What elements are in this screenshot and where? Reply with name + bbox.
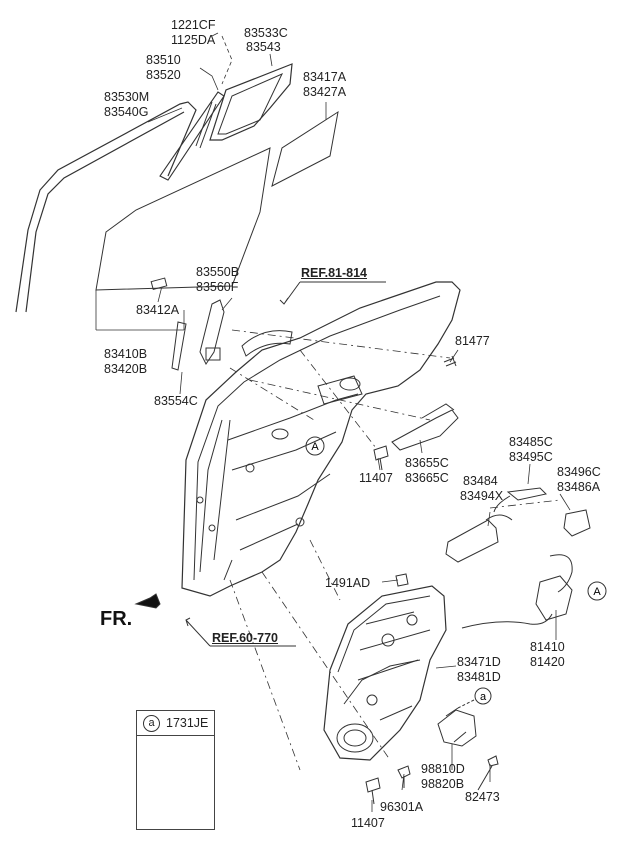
door-latch: [535, 575, 573, 621]
ref-arrow-81-814: [279, 281, 301, 305]
remote-rod: [445, 519, 499, 563]
label-83410B: 83410B: [104, 347, 148, 361]
label-83486A: 83486A: [557, 480, 601, 494]
label-83655C: 83655C: [405, 456, 449, 470]
label-81410: 81410: [530, 640, 565, 654]
window-motor: [437, 709, 477, 747]
ref-arrow-60-770: [185, 617, 211, 647]
label-96301A: 96301A: [380, 800, 424, 814]
label-83540G: 83540G: [104, 105, 149, 119]
label-98820B: 98820B: [421, 777, 465, 791]
marker-A-right: [587, 581, 607, 601]
door-glass: [95, 147, 271, 291]
screw-96301A: [397, 765, 411, 788]
dashed-reference-lines: [229, 329, 561, 771]
window-run-channel: [15, 101, 197, 313]
label-83484: 83484: [463, 474, 498, 488]
quarter-glass: [271, 110, 339, 187]
screw-82473: [477, 755, 499, 791]
label-98810D: 98810D: [421, 762, 465, 776]
legend-header: a 1731JE: [137, 711, 214, 736]
regulator-module-panel: [323, 585, 447, 761]
marker-A-right-text: A: [593, 586, 601, 598]
label-11407-lower: 11407: [351, 816, 385, 830]
fixed-glass-frame: [209, 63, 293, 141]
rod-assembly: [506, 487, 548, 501]
label-1125DA: 1125DA: [171, 33, 216, 47]
fr-arrow: [134, 593, 161, 609]
outside-handle: [241, 330, 293, 357]
label-83417A: 83417A: [303, 70, 347, 84]
label-82473: 82473: [465, 790, 500, 804]
regulator-guide: [199, 299, 225, 365]
bolt-11407-upper: [373, 445, 389, 471]
label-83495C: 83495C: [509, 450, 553, 464]
label-83496C: 83496C: [557, 465, 601, 479]
legend-box: a 1731JE: [136, 710, 215, 830]
label-83471D: 83471D: [457, 655, 501, 669]
label-83554C: 83554C: [154, 394, 198, 408]
label-83420B: 83420B: [104, 362, 148, 376]
front-direction-label: FR.: [100, 608, 133, 630]
bolt-11407-lower: [365, 777, 381, 805]
label-1491AD: 1491AD: [325, 576, 371, 590]
glass-clip: [150, 277, 168, 291]
division-channel: [159, 91, 225, 181]
label-83550B: 83550B: [196, 265, 240, 279]
label-11407-upper: 11407: [359, 471, 393, 485]
label-81477: 81477: [455, 334, 490, 348]
label-83510: 83510: [146, 53, 181, 67]
marker-a: [474, 687, 492, 705]
marker-A-left: [305, 436, 325, 456]
marker-A-left-text: A: [311, 441, 319, 453]
marker-a-text: a: [480, 691, 487, 703]
label-83485C: 83485C: [509, 435, 553, 449]
door-panel: [181, 281, 461, 597]
inside-handle: [391, 409, 459, 451]
label-83560F: 83560F: [196, 280, 239, 294]
label-83530M: 83530M: [104, 90, 150, 104]
label-81420: 81420: [530, 655, 565, 669]
legend-marker: a: [143, 715, 160, 732]
label-83543: 83543: [246, 40, 281, 54]
bolt-81477: [443, 355, 457, 367]
belt-strip: [171, 321, 187, 371]
label-83520: 83520: [146, 68, 181, 82]
leader-lines: [95, 32, 571, 812]
legend-part-code: 1731JE: [166, 716, 209, 730]
ref-81-814[interactable]: REF.81-814: [301, 266, 368, 280]
label-83533C: 83533C: [244, 26, 288, 40]
label-83494X: 83494X: [460, 489, 504, 503]
clip-1491AD: [395, 573, 409, 587]
label-1221CF: 1221CF: [171, 18, 216, 32]
label-83481D: 83481D: [457, 670, 501, 684]
latch-bracket: [563, 509, 591, 537]
ref-60-770[interactable]: REF.60-770: [212, 631, 279, 645]
label-83665C: 83665C: [405, 471, 449, 485]
label-83412A: 83412A: [136, 303, 180, 317]
label-83427A: 83427A: [303, 85, 347, 99]
